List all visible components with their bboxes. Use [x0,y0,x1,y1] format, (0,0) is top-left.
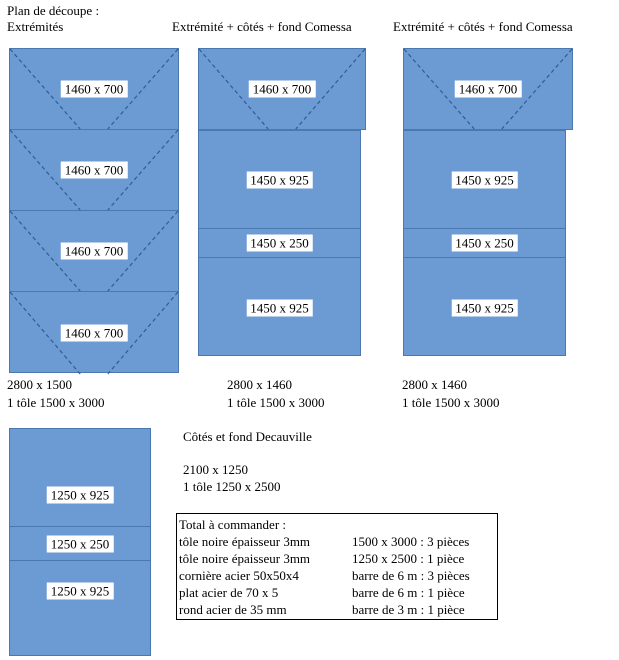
plate-comessa-2: 1460 x 700 1450 x 925 1450 x 250 1450 x … [403,48,573,356]
order-item: cornière acier 50x50x4 [179,568,299,583]
piece-label: 1460 x 700 [60,242,128,260]
piece-bottom: 1450 x 250 [199,229,360,258]
piece-label: 1450 x 925 [246,171,313,188]
piece-end: 1460 x 700 [9,210,179,292]
piece-bottom: 1450 x 250 [404,229,565,258]
plan-heading-decauville: Côtés et fond Decauville [183,429,312,444]
plate-sheet-count: 1 tôle 1250 x 2500 [183,479,281,494]
piece-label: 1250 x 925 [46,486,114,504]
piece-end: 1460 x 700 [403,48,573,130]
piece-side: 1450 x 925 [199,258,360,357]
plate-dimensions: 2800 x 1460 [402,377,467,392]
plate-sides-bottom: 1450 x 925 1450 x 250 1450 x 925 [403,130,566,356]
piece-label: 1460 x 700 [454,80,522,98]
piece-side: 1250 x 925 [10,561,150,657]
piece-side: 1250 x 925 [10,429,150,527]
fold-lines [9,129,179,211]
plate-sides-bottom: 1450 x 925 1450 x 250 1450 x 925 [198,130,361,356]
order-qty: 1250 x 2500 : 1 pièce [352,551,465,566]
piece-side: 1450 x 925 [404,258,565,357]
piece-side: 1450 x 925 [199,131,360,229]
piece-label: 1460 x 700 [60,161,128,179]
piece-label: 1460 x 700 [60,324,128,342]
plate-decauville: 1250 x 925 1250 x 250 1250 x 925 [9,428,151,656]
plate-extremites: 1460 x 700 1460 x 700 1460 x 700 1460 x … [9,48,179,375]
piece-label: 1250 x 250 [46,535,114,552]
order-item: tôle noire épaisseur 3mm [179,534,311,549]
order-qty: 1500 x 3000 : 3 pièces [352,534,470,549]
piece-label: 1460 x 700 [60,80,128,98]
plate-dimensions: 2100 x 1250 [183,462,248,477]
piece-label: 1250 x 925 [46,582,114,600]
order-qty: barre de 6 m : 3 pièces [352,568,470,583]
plate-sheet-count: 1 tôle 1500 x 3000 [227,395,325,410]
piece-side: 1450 x 925 [404,131,565,229]
order-summary: Total à commander : tôle noire épaisseur… [176,513,498,620]
fold-lines [9,210,179,292]
piece-label: 1460 x 700 [248,80,316,98]
plate-dimensions: 2800 x 1500 [7,377,72,392]
plan-heading-comessa-2: Extrémité + côtés + fond Comessa [393,19,573,34]
order-title: Total à commander : [179,517,287,532]
plate-dimensions: 2800 x 1460 [227,377,292,392]
piece-end: 1460 x 700 [198,48,366,130]
piece-end: 1460 x 700 [9,291,179,375]
order-qty: barre de 6 m : 1 pièce [352,585,465,600]
page-subtitle: Extrémités [7,19,64,34]
piece-label: 1450 x 925 [451,171,518,188]
order-item: plat acier de 70 x 5 [179,585,279,600]
piece-bottom: 1250 x 250 [10,527,150,561]
fold-lines [198,48,366,130]
piece-label: 1450 x 925 [451,299,518,316]
plate-sheet-count: 1 tôle 1500 x 3000 [7,395,105,410]
fold-lines [9,48,179,130]
plan-heading-comessa-1: Extrémité + côtés + fond Comessa [172,19,352,34]
piece-label: 1450 x 250 [246,234,313,252]
plate-sheet-count: 1 tôle 1500 x 3000 [402,395,500,410]
plate-comessa-1: 1460 x 700 1450 x 925 1450 x 250 1450 x … [198,48,366,356]
piece-end: 1460 x 700 [9,129,179,211]
order-item: rond acier de 35 mm [179,602,287,617]
piece-end: 1460 x 700 [9,48,179,130]
page-title: Plan de découpe : [7,3,100,18]
order-item: tôle noire épaisseur 3mm [179,551,311,566]
piece-label: 1450 x 250 [451,234,518,252]
piece-label: 1450 x 925 [246,299,313,316]
order-qty: barre de 3 m : 1 pièce [352,602,465,617]
